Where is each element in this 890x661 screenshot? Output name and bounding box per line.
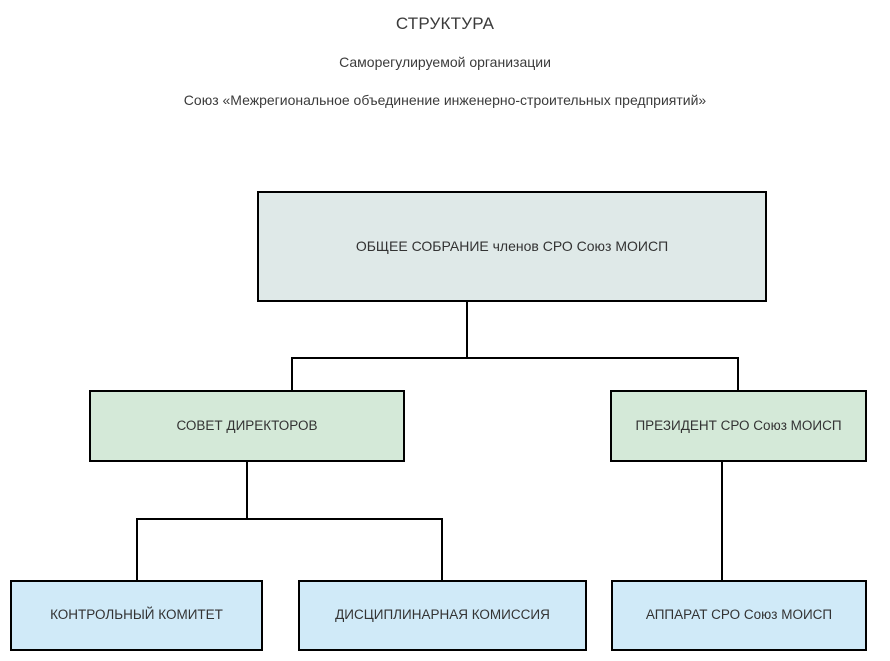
connector-board-stem	[291, 357, 293, 391]
connector-assembly-drop	[466, 301, 468, 358]
connector-disciplinary-commission-stem	[441, 518, 443, 580]
page-subtitle-organization-type: Саморегулируемой организации	[339, 54, 551, 70]
node-board-of-directors-label: СОВЕТ ДИРЕКТОРОВ	[176, 417, 318, 433]
page-subtitle-organization-name: Союз «Межрегиональное объединение инжене…	[183, 92, 707, 108]
connector-control-committee-stem	[136, 518, 138, 580]
node-general-assembly[interactable]: ОБЩЕЕ СОБРАНИЕ членов СРО Союз МОИСП	[257, 191, 767, 302]
node-president-label: ПРЕЗИДЕНТ СРО Союз МОИСП	[635, 417, 842, 433]
node-general-assembly-label: ОБЩЕЕ СОБРАНИЕ членов СРО Союз МОИСП	[355, 237, 669, 254]
connector-president-stem	[737, 357, 739, 391]
node-control-committee-label: КОНТРОЛЬНЫЙ КОМИТЕТ	[50, 607, 223, 623]
node-control-committee[interactable]: КОНТРОЛЬНЫЙ КОМИТЕТ	[10, 580, 263, 651]
connector-board-drop	[246, 461, 248, 519]
node-apparatus[interactable]: АППАРАТ СРО Союз МОИСП	[611, 580, 867, 651]
connector-assembly-bus	[292, 357, 739, 359]
node-disciplinary-commission[interactable]: ДИСЦИПЛИНАРНАЯ КОМИССИЯ	[298, 580, 587, 651]
node-apparatus-label: АППАРАТ СРО Союз МОИСП	[645, 607, 833, 623]
connector-apparatus-stem	[721, 461, 723, 580]
node-board-of-directors[interactable]: СОВЕТ ДИРЕКТОРОВ	[89, 390, 405, 462]
connector-board-bus	[137, 518, 443, 520]
node-disciplinary-commission-label: ДИСЦИПЛИНАРНАЯ КОМИССИЯ	[335, 607, 550, 623]
node-president[interactable]: ПРЕЗИДЕНТ СРО Союз МОИСП	[610, 390, 867, 462]
page-title: СТРУКТУРА	[395, 14, 495, 33]
